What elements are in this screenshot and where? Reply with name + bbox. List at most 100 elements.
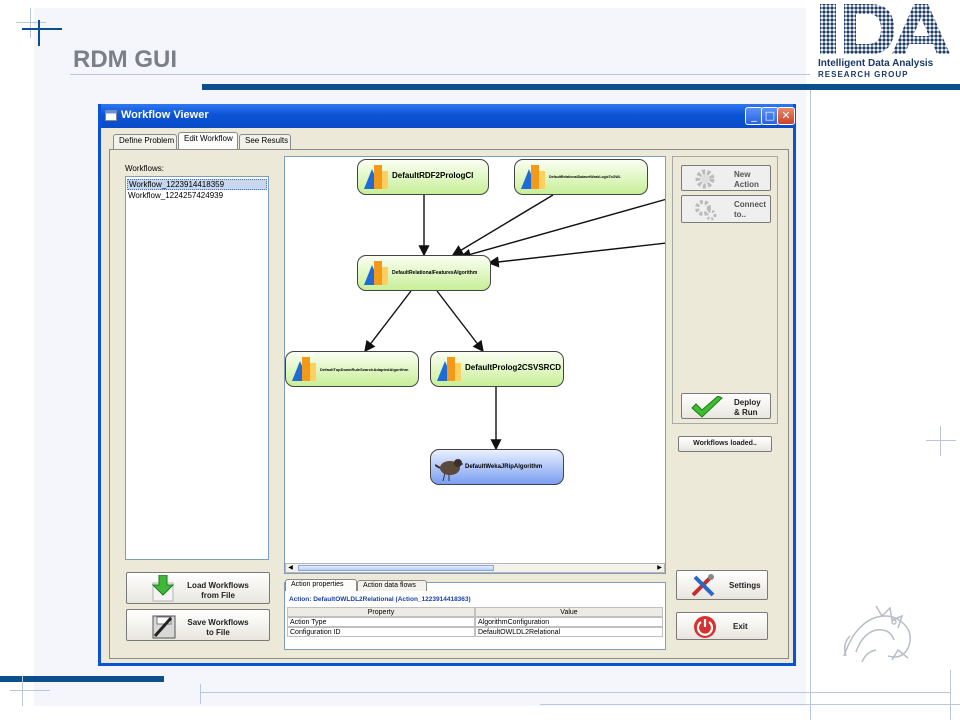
- node-label: DefaultTopDownRuleSearchAdaptedAlgorithm: [320, 367, 409, 372]
- ida-logo-mark: [820, 4, 950, 54]
- checkmark-icon: [691, 396, 723, 418]
- exit-button[interactable]: Exit: [676, 612, 768, 640]
- maximize-icon: □: [764, 109, 776, 122]
- action-line: Action: DefaultOWLDL2Relational (Action_…: [289, 596, 471, 603]
- right-cross-h: [926, 440, 956, 441]
- edge-offscreen-relfeatures-1: [459, 198, 665, 260]
- right-cross-v: [940, 426, 941, 456]
- algorithm-chart-icon: [364, 165, 388, 189]
- window-titlebar[interactable]: Workflow Viewer _ □ ✕: [101, 104, 795, 128]
- edge-offscreen-relfeatures-2: [487, 242, 665, 268]
- footer-line: [200, 692, 950, 693]
- table-cell-value: DefaultOWLDL2Relational: [475, 627, 663, 637]
- download-arrow-icon: [151, 575, 175, 602]
- tab-define-problem[interactable]: Define Problem: [113, 134, 177, 149]
- workflow-edges: [364, 194, 665, 451]
- deploy-line2: & Run: [734, 408, 758, 417]
- gears-icon: [695, 200, 717, 221]
- node-label: DefaultRelationalDatasetWeakLogicToOWL: [549, 175, 621, 179]
- edge-relfeatures-topdown: [364, 290, 412, 353]
- scroll-right-arrow-icon[interactable]: ▶: [657, 564, 662, 571]
- node-relational-features[interactable]: DefaultRelationalFeaturesAlgorithm: [357, 255, 491, 291]
- save-disk-icon: [152, 615, 176, 639]
- close-icon: ✕: [781, 109, 791, 122]
- footer-cross-v: [22, 676, 23, 706]
- corner-cross-accent: [22, 28, 62, 30]
- node-label: DefaultRelationalFeaturesAlgorithm: [392, 270, 478, 276]
- status-label: Workflows loaded..: [678, 436, 772, 452]
- save-workflows-button[interactable]: Save Workflows to File: [126, 609, 270, 641]
- minimize-icon: _: [751, 109, 757, 122]
- slide-title: RDM GUI: [73, 46, 177, 73]
- column-header-property: Property: [287, 607, 475, 617]
- corner-cross-accent-v: [38, 20, 40, 46]
- workflows-list[interactable]: Workflow_1223914418359 Workflow_12242574…: [125, 176, 269, 560]
- canvas-horizontal-scrollbar[interactable]: ◀ ▶: [285, 563, 665, 573]
- lion-crest-icon: [843, 605, 911, 663]
- power-icon: [694, 616, 716, 638]
- footer-blue-bar: [0, 676, 164, 682]
- action-button-panel: New Action Connect to.. Deploy & Run: [672, 156, 778, 424]
- deploy-line1: Deploy: [734, 398, 761, 407]
- new-action-line1: New: [734, 170, 751, 179]
- footer-right-tick: [950, 670, 951, 720]
- column-header-value: Value: [475, 607, 663, 617]
- algorithm-chart-icon: [521, 165, 545, 189]
- corner-cross-v: [30, 8, 31, 38]
- tab-see-results[interactable]: See Results: [239, 134, 291, 149]
- node-label: DefaultWekaJRipAlgorithm: [465, 464, 543, 470]
- algorithm-chart-icon: [364, 261, 388, 285]
- tab-action-properties[interactable]: Action properties: [285, 579, 357, 591]
- right-divider: [810, 90, 811, 720]
- workflow-item[interactable]: Workflow_1224257424939: [128, 191, 224, 200]
- connect-line2: to..: [734, 210, 746, 219]
- footer-tick: [200, 684, 201, 704]
- load-workflows-line1: Load Workflows: [187, 581, 249, 590]
- close-button[interactable]: ✕: [777, 107, 795, 125]
- app-window-icon: [105, 110, 117, 121]
- logo-line1: Intelligent Data Analysis: [818, 58, 934, 69]
- load-workflows-line2: from File: [201, 591, 235, 600]
- tools-icon: [691, 574, 715, 597]
- node-rdf2prolog[interactable]: DefaultRDF2PrologCI: [357, 159, 489, 195]
- logo-line2: RESEARCH GROUP: [818, 70, 909, 79]
- new-action-line2: Action: [734, 180, 759, 189]
- save-workflows-line1: Save Workflows: [187, 618, 249, 627]
- new-action-button[interactable]: New Action: [681, 165, 771, 191]
- connect-line1: Connect: [734, 200, 766, 209]
- window-title: Workflow Viewer: [121, 109, 209, 121]
- scroll-left-arrow-icon[interactable]: ◀: [288, 564, 293, 571]
- node-label: DefaultProlog2CSVSRCD: [465, 363, 562, 372]
- tab-edit-workflow[interactable]: Edit Workflow: [178, 132, 238, 149]
- connect-to-button[interactable]: Connect to..: [681, 195, 771, 223]
- table-cell-property: Action Type: [287, 617, 475, 627]
- node-label: DefaultRDF2PrologCI: [392, 171, 474, 180]
- ida-logo: Intelligent Data Analysis RESEARCH GROUP: [812, 0, 960, 82]
- node-prolog2csv[interactable]: DefaultProlog2CSVSRCD: [430, 351, 564, 387]
- save-workflows-line2: to File: [206, 628, 230, 637]
- workflows-label: Workflows:: [125, 164, 164, 173]
- exit-label: Exit: [733, 622, 748, 631]
- settings-button[interactable]: Settings: [676, 570, 768, 600]
- action-properties-panel: Action properties Action data flows Acti…: [284, 579, 666, 650]
- algorithm-chart-icon: [437, 357, 461, 381]
- node-weka-jrip[interactable]: DefaultWekaJRipAlgorithm: [430, 449, 564, 485]
- title-underline: [70, 74, 810, 75]
- workflow-item-selected[interactable]: Workflow_1223914418359: [127, 179, 267, 190]
- edit-workflow-panel: Workflows: Workflow_1223914418359 Workfl…: [109, 149, 789, 659]
- gear-icon: [695, 169, 715, 189]
- edge-owl-relfeatures: [451, 194, 554, 256]
- footer-cross-h: [10, 690, 50, 691]
- edge-relfeatures-prolog2csv: [436, 290, 484, 353]
- tab-action-data-flows[interactable]: Action data flows: [357, 580, 427, 591]
- node-topdown-rulesearch[interactable]: DefaultTopDownRuleSearchAdaptedAlgorithm: [285, 351, 419, 387]
- workflow-canvas[interactable]: DefaultRDF2PrologCI DefaultRelationalDat…: [284, 156, 666, 574]
- deploy-run-button[interactable]: Deploy & Run: [681, 393, 771, 419]
- scroll-thumb[interactable]: [298, 565, 494, 571]
- header-blue-bar: [202, 84, 960, 90]
- footer-line-2: [540, 704, 960, 705]
- node-owl-relational[interactable]: DefaultRelationalDatasetWeakLogicToOWL: [514, 159, 648, 195]
- corner-cross-h: [16, 22, 46, 23]
- load-workflows-button[interactable]: Load Workflows from File: [126, 572, 270, 604]
- table-cell-property: Configuration ID: [287, 627, 475, 637]
